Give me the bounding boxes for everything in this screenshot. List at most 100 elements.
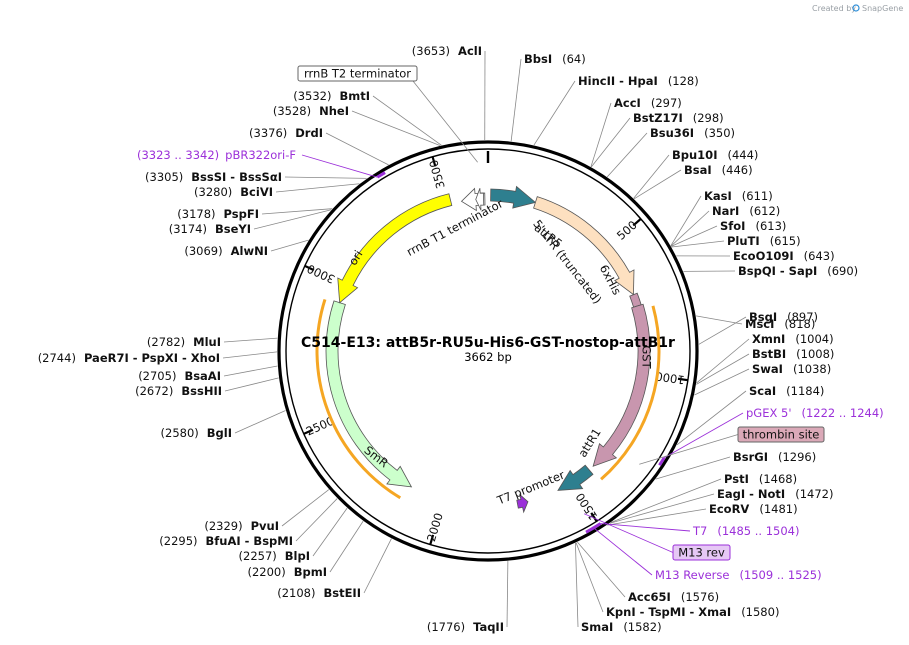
box-label-frame bbox=[297, 65, 418, 82]
site-enzyme: EcoO109I bbox=[733, 249, 794, 263]
site-label-bgli[interactable]: (2580)BglI bbox=[161, 426, 232, 440]
tick-mark bbox=[590, 512, 598, 522]
site-enzyme: AccI bbox=[614, 96, 641, 110]
tick-label: 3500 bbox=[426, 158, 447, 190]
site-label-bfuai-bspmi[interactable]: (2295)BfuAI - BspMI bbox=[159, 534, 293, 548]
site-label-bsrgi[interactable]: BsrGI (1296) bbox=[733, 450, 816, 464]
primer-label-pbr322ori-f[interactable]: (3323 .. 3342)pBR322ori-F bbox=[137, 148, 296, 162]
site-position: (446) bbox=[722, 163, 753, 177]
site-enzyme: BsrGI bbox=[733, 450, 768, 464]
site-enzyme: BlpI bbox=[285, 549, 310, 563]
site-label-ecoo109i[interactable]: EcoO109I(643) bbox=[733, 249, 835, 263]
site-label-bbsi[interactable]: BbsI(64) bbox=[524, 52, 586, 66]
site-label-pluti[interactable]: PluTI(615) bbox=[727, 234, 801, 248]
site-label-bpmi[interactable]: (2200)BpmI bbox=[247, 565, 327, 579]
feature-label-ori: ori bbox=[346, 248, 366, 268]
site-label-paer7i-pspxi-xhoi[interactable]: (2744)PaeR7I - PspXI - XhoI bbox=[38, 351, 220, 365]
site-label-kpni-tspmi-xmai[interactable]: KpnI - TspMI - XmaI(1580) bbox=[606, 605, 779, 619]
site-label-pvui[interactable]: (2329)PvuI bbox=[204, 519, 279, 533]
site-label-bpu10i[interactable]: Bpu10I(444) bbox=[672, 148, 758, 162]
site-label-bsaai[interactable]: (2705)BsaAI bbox=[138, 369, 221, 383]
site-position: (3178) bbox=[177, 207, 215, 221]
site-label-drdi[interactable]: (3376)DrdI bbox=[249, 126, 323, 140]
site-label-bsteii[interactable]: (2108)BstEII bbox=[277, 586, 361, 600]
site-label-alwni[interactable]: (3069)AlwNI bbox=[184, 244, 268, 258]
site-label-nari[interactable]: NarI(612) bbox=[712, 204, 780, 218]
site-position: (612) bbox=[749, 204, 780, 218]
site-enzyme: EcoRV bbox=[709, 502, 749, 516]
site-label-sfoi[interactable]: SfoI(613) bbox=[720, 219, 786, 233]
primer-label-pgex-5[interactable]: pGEX 5'(1222 .. 1244) bbox=[746, 406, 884, 420]
site-label-bcivi[interactable]: (3280)BciVI bbox=[194, 185, 273, 199]
site-position: (1296) bbox=[778, 450, 816, 464]
site-label-scai[interactable]: ScaI(1184) bbox=[749, 384, 824, 398]
restriction-sites: (3653)AclI BbsI(64) HincII - HpaI(128) AccI… bbox=[38, 44, 858, 634]
primer-bind-mark bbox=[592, 522, 602, 530]
site-label-msci[interactable]: MscI(818) bbox=[745, 317, 815, 331]
site-enzyme: SfoI bbox=[720, 219, 745, 233]
feature-attr1 bbox=[557, 464, 594, 491]
site-label-ecorv[interactable]: EcoRV(1481) bbox=[709, 502, 798, 516]
site-position: (1472) bbox=[795, 487, 833, 501]
site-label-kasi[interactable]: KasI(611) bbox=[704, 189, 773, 203]
primer-label-m13-reverse[interactable]: M13 Reverse(1509 .. 1525) bbox=[655, 568, 822, 582]
site-leader-line bbox=[295, 498, 338, 542]
site-label-bmti[interactable]: (3532)BmtI bbox=[293, 89, 370, 103]
tick-label: 3000 bbox=[305, 261, 337, 286]
primer-name: pGEX 5' bbox=[746, 406, 792, 420]
site-position: (3376) bbox=[249, 126, 287, 140]
box-label-m13-rev[interactable]: M13 rev bbox=[678, 546, 725, 560]
site-position: (297) bbox=[651, 96, 682, 110]
site-position: (1008) bbox=[796, 347, 834, 361]
site-enzyme: NheI bbox=[319, 104, 349, 118]
site-position: (298) bbox=[693, 111, 724, 125]
primer-label-t7[interactable]: T7(1485 .. 1504) bbox=[692, 524, 799, 538]
site-label-swai[interactable]: SwaI(1038) bbox=[752, 362, 831, 376]
site-enzyme: XmnI bbox=[752, 332, 785, 346]
site-leader-line bbox=[234, 410, 286, 434]
site-label-psti[interactable]: PstI(1468) bbox=[724, 472, 797, 486]
site-label-bsssi-bsss-i[interactable]: (3305)BssSI - BssSαI bbox=[145, 170, 282, 184]
site-label-bsgi[interactable]: BsgI(897) bbox=[749, 310, 818, 324]
site-label-hincii-hpai[interactable]: HincII - HpaI(128) bbox=[578, 74, 699, 88]
site-label-eagi-noti[interactable]: EagI - NotI(1472) bbox=[717, 487, 833, 501]
plasmid-size: 3662 bp bbox=[464, 350, 512, 364]
site-label-acli[interactable]: (3653)AclI bbox=[412, 44, 482, 58]
site-leader-line bbox=[325, 132, 389, 166]
tick-mark bbox=[431, 156, 437, 167]
site-enzyme: KasI bbox=[704, 189, 732, 203]
site-label-acci[interactable]: AccI (297) bbox=[614, 96, 682, 110]
site-leader-line bbox=[590, 102, 612, 167]
site-label-mlui[interactable]: (2782)MluI bbox=[147, 335, 221, 349]
site-enzyme: AlwNI bbox=[231, 244, 268, 258]
site-position: (897) bbox=[787, 310, 818, 324]
site-enzyme: ScaI bbox=[749, 384, 776, 398]
site-leader-line bbox=[270, 239, 309, 252]
site-label-bseyi[interactable]: (3174)BseYI bbox=[169, 222, 251, 236]
site-enzyme: BglI bbox=[207, 426, 232, 440]
site-label-bsshii[interactable]: (2672)BssHII bbox=[135, 384, 222, 398]
site-label-taqii[interactable]: (1776)TaqII bbox=[427, 620, 504, 634]
site-label-nhei[interactable]: (3528)NheI bbox=[273, 104, 349, 118]
site-label-bsu36i[interactable]: Bsu36I(350) bbox=[650, 126, 735, 140]
site-label-blpi[interactable]: (2257)BlpI bbox=[239, 549, 310, 563]
site-label-bstbi[interactable]: BstBI(1008) bbox=[752, 347, 834, 361]
site-label-bspqi-sapi[interactable]: BspQI - SapI(690) bbox=[738, 264, 858, 278]
site-enzyme: BstZ17I bbox=[633, 111, 683, 125]
site-leader-line bbox=[506, 561, 509, 628]
site-label-bstz17i[interactable]: BstZ17I (298) bbox=[633, 111, 724, 125]
site-label-xmni[interactable]: XmnI(1004) bbox=[752, 332, 834, 346]
site-label-bsai[interactable]: BsaI(446) bbox=[684, 163, 753, 177]
site-leader-line bbox=[284, 176, 367, 179]
box-label-thrombin-site[interactable]: thrombin site bbox=[743, 428, 820, 442]
site-label-pspfi[interactable]: (3178)PspFI bbox=[177, 207, 259, 221]
site-leader-line bbox=[224, 377, 279, 392]
site-label-acc65i[interactable]: Acc65I(1576) bbox=[628, 590, 719, 604]
site-leader-line bbox=[655, 456, 731, 480]
box-label-rrnb-t2-terminator[interactable]: rrnB T2 terminator bbox=[304, 67, 411, 81]
site-enzyme: TaqII bbox=[473, 620, 504, 634]
site-enzyme: BssSI - BssSαI bbox=[191, 170, 282, 184]
site-leader-line bbox=[533, 80, 576, 146]
site-label-smai[interactable]: SmaI(1582) bbox=[581, 620, 662, 634]
